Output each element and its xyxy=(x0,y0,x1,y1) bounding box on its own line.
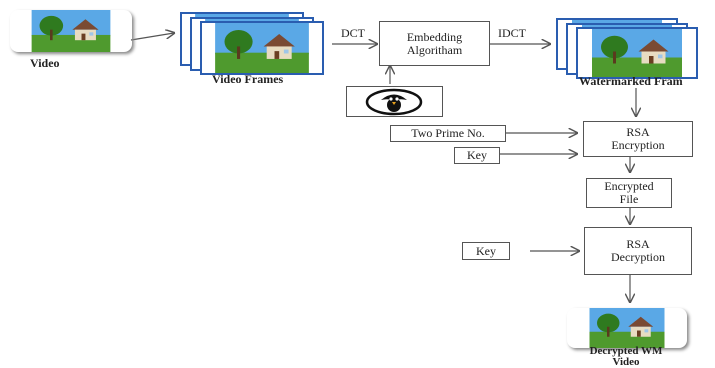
video-thumbnail xyxy=(10,10,132,52)
dct-label: DCT xyxy=(341,26,365,40)
watermarked-frames-stack xyxy=(556,18,706,79)
watermarked-frames-label: Watermarked Fram xyxy=(579,74,683,88)
house-tree-landscape-icon xyxy=(578,29,696,77)
idct-label: IDCT xyxy=(498,26,526,40)
watermark-logo-box xyxy=(346,86,443,117)
house-tree-landscape-icon xyxy=(10,10,132,52)
house-tree-landscape-icon xyxy=(567,308,687,348)
key-box-decryption: Key xyxy=(462,242,510,260)
penguin-logo-icon xyxy=(365,88,423,116)
decrypted-video-label: Decrypted WM Video xyxy=(589,345,663,368)
house-tree-landscape-icon xyxy=(202,23,322,73)
key-box-encryption: Key xyxy=(454,147,500,164)
decrypted-video-thumbnail xyxy=(567,308,687,348)
video-frames-stack xyxy=(180,12,330,75)
rsa-encryption-box: RSA Encryption xyxy=(583,121,693,157)
video-label: Video xyxy=(30,56,60,70)
two-prime-box: Two Prime No. xyxy=(390,125,506,142)
arrow-video-to-frames xyxy=(130,33,174,41)
encrypted-file-box: Encrypted File xyxy=(586,178,672,208)
rsa-decryption-box: RSA Decryption xyxy=(584,227,692,275)
embedding-algorithm-box: Embedding Algoritham xyxy=(379,21,490,66)
video-frames-label: Video Frames xyxy=(212,72,284,86)
